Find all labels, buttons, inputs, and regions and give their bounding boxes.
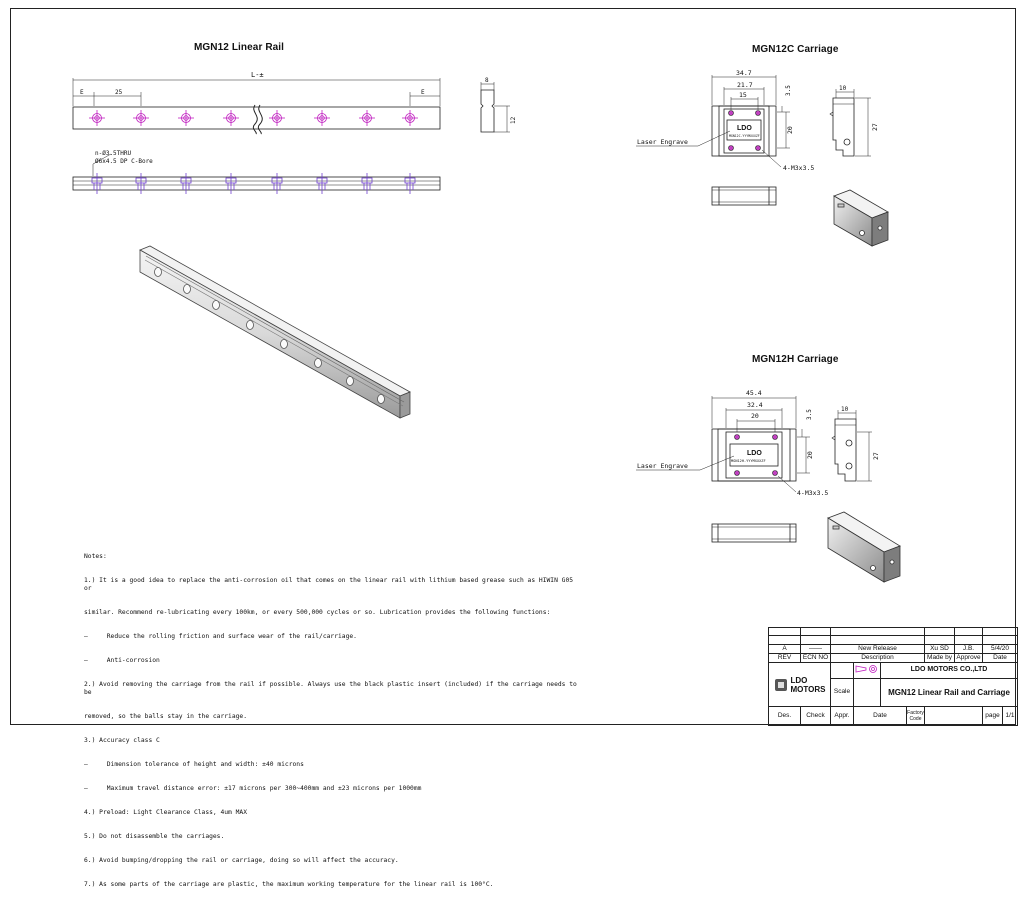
notes-block: Notes: 1.) It is a good idea to replace … xyxy=(84,537,584,897)
notes-line: 3.) Accuracy class C xyxy=(84,737,160,744)
notes-line: Notes: xyxy=(84,553,107,560)
notes-line: 1.) It is a good idea to replace the ant… xyxy=(84,577,577,592)
carriage-c-marking-code: MGN12C-YYYMXXXZF xyxy=(729,134,760,138)
carriage-c-overall-width: 34.7 xyxy=(736,69,752,77)
ldo-logo-icon xyxy=(774,678,787,691)
carriage-h-bottom-view xyxy=(711,523,797,543)
drawing-canvas: L-± E 25 E 8 12 n-Ø3.5THRU Ø6x4.5 DP C-B… xyxy=(72,69,901,583)
carriage-h-marking-code: MGN12H-YYYMXXXZF xyxy=(731,459,766,463)
drawing-title: MGN12 Linear Rail and Carriage xyxy=(880,677,1018,708)
notes-line: 4.) Preload: Light Clearance Class, 4um … xyxy=(84,809,248,816)
carriage-c-body-width: 21.7 xyxy=(737,81,753,89)
rail-top-view xyxy=(72,78,441,135)
carriage-h-thread: 4-M3x3.5 xyxy=(797,489,828,497)
date-label: Date xyxy=(982,652,1018,664)
carriage-c-hole-pitch: 20 xyxy=(786,126,794,134)
carriage-h-marking-brand: LDO xyxy=(747,450,762,457)
made-by-label: Made by xyxy=(924,652,955,664)
carriage-c-holes xyxy=(728,110,761,151)
carriage-h-engrave-label: Laser Engrave xyxy=(637,462,688,470)
rail-side-view xyxy=(72,153,441,191)
carriage-h-isometric xyxy=(827,511,901,583)
date2-label: Date xyxy=(853,706,907,726)
notes-line: – Maximum travel distance error: ±17 mic… xyxy=(84,785,422,792)
carriage-c-engrave-label: Laser Engrave xyxy=(637,138,688,146)
notes-line: 2.) Avoid removing the carriage from the… xyxy=(84,681,581,696)
rail-title: MGN12 Linear Rail xyxy=(194,42,285,53)
date-value: 5/4/20 xyxy=(982,643,1018,654)
description-label: Description xyxy=(830,652,925,664)
carriage-h-title: MGN12H Carriage xyxy=(752,354,839,365)
projection-symbol xyxy=(853,662,881,679)
carriage-h-overall-width: 45.4 xyxy=(746,389,762,397)
made-by-value: Xu SD xyxy=(924,643,955,654)
carriage-h-top-view xyxy=(636,396,810,493)
company-name: LDO MOTORS CO.,LTD xyxy=(880,662,1018,679)
rev-label: REV xyxy=(768,652,801,664)
notes-line: 6.) Avoid bumping/dropping the rail or c… xyxy=(84,857,399,864)
scale-label: Scale xyxy=(830,677,854,708)
carriage-c-bottom-view xyxy=(711,186,777,206)
rail-pitch-dim: 25 xyxy=(115,89,123,96)
carriage-c-isometric xyxy=(833,189,889,247)
description-value: New Release xyxy=(830,643,925,654)
carriage-c-top-offset: 3.5 xyxy=(785,85,792,96)
rail-length-dim: L-± xyxy=(251,71,264,79)
carriage-c-marking-brand: LDO xyxy=(737,125,752,132)
rail-width-dim: 8 xyxy=(485,77,489,84)
rail-end-view xyxy=(480,82,510,133)
carriage-h-hole-spacing: 20 xyxy=(751,412,759,420)
notes-line: similar. Recommend re-lubricating every … xyxy=(84,609,551,616)
rail-hole-note-2: Ø6x4.5 DP C-Bore xyxy=(95,158,153,165)
first-angle-projection-icon xyxy=(855,664,877,673)
factory-code-label: Factory Code xyxy=(906,706,925,726)
notes-line: – Anti-corrosion xyxy=(84,657,160,664)
carriage-h-side-height: 27 xyxy=(872,452,880,460)
carriage-c-top-view xyxy=(636,75,790,168)
title-block: A —— New Release Xu SD J.B. 5/4/20 REV E… xyxy=(768,626,1018,726)
carriage-c-title: MGN12C Carriage xyxy=(752,44,839,55)
rail-height-dim: 12 xyxy=(510,116,517,124)
carriage-c-thread: 4-M3x3.5 xyxy=(783,164,814,172)
page-label: page xyxy=(982,706,1003,726)
approve-label: Approve xyxy=(954,652,983,664)
rev-value: A xyxy=(768,643,801,654)
carriage-h-side-width: 10 xyxy=(841,406,849,413)
rail-top-holes xyxy=(89,110,418,126)
drawing-sheet xyxy=(10,8,1016,725)
rail-end-left-dim: E xyxy=(80,89,84,96)
carriage-h-hole-pitch: 20 xyxy=(806,451,814,459)
carriage-c-side-height: 27 xyxy=(871,123,879,131)
carriage-h-side-view xyxy=(831,410,872,482)
appr-label: Appr. xyxy=(830,706,854,726)
carriage-h-top-offset: 3.5 xyxy=(806,409,813,420)
rail-isometric xyxy=(139,245,411,419)
approve-value: J.B. xyxy=(954,643,983,654)
carriage-c-side-view xyxy=(829,89,871,157)
page-value: 1/1 xyxy=(1002,706,1018,726)
notes-line: 5.) Do not disassemble the carriages. xyxy=(84,833,225,840)
carriage-c-hole-spacing: 15 xyxy=(739,91,747,99)
notes-line: removed, so the balls stay in the carria… xyxy=(84,713,248,720)
ecn-value: —— xyxy=(800,643,831,654)
carriage-c-side-width: 10 xyxy=(839,85,847,92)
notes-line: – Dimension tolerance of height and widt… xyxy=(84,761,304,768)
des-label: Des. xyxy=(768,706,801,726)
ecn-label: ECN NO xyxy=(800,652,831,664)
carriage-h-body-width: 32.4 xyxy=(747,401,763,409)
rail-end-right-dim: E xyxy=(421,89,425,96)
notes-line: – Reduce the rolling friction and surfac… xyxy=(84,633,357,640)
check-label: Check xyxy=(800,706,831,726)
rail-side-holes xyxy=(91,173,416,194)
carriage-h-holes xyxy=(734,434,778,476)
notes-line: 7.) As some parts of the carriage are pl… xyxy=(84,881,494,888)
rail-hole-note-1: n-Ø3.5THRU xyxy=(95,150,132,157)
